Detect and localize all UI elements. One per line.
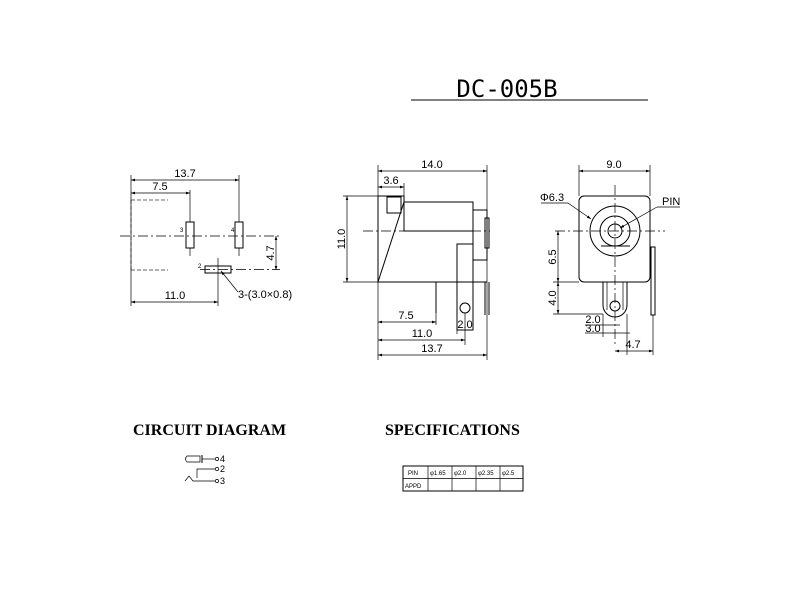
dim-label: 2.0 xyxy=(457,319,472,331)
pin-4-pad xyxy=(234,221,244,249)
dim-label: 4.7 xyxy=(625,339,640,351)
pin-note: 3-(3.0×0.8) xyxy=(238,289,292,301)
dim-label: 3.6 xyxy=(383,175,398,187)
pin-3-pad xyxy=(185,221,195,249)
dim-label: 11.0 xyxy=(412,328,433,340)
pin-label: 2 xyxy=(198,264,202,270)
terminal-label: 3 xyxy=(220,476,225,486)
dim-label: 9.0 xyxy=(606,159,621,171)
dim-label: 3.0 xyxy=(585,323,600,335)
terminal-label: 4 xyxy=(220,454,225,464)
circuit-diagram: 4 2 3 xyxy=(184,454,225,486)
circuit-diagram-heading: CIRCUIT DIAGRAM xyxy=(133,422,286,439)
drawing-title: DC-005B xyxy=(411,75,648,103)
dim-label: 7.5 xyxy=(152,181,167,193)
title-text: DC-005B xyxy=(456,75,557,103)
table-cell: φ2.35 xyxy=(478,471,494,477)
dim-label: 4.0 xyxy=(547,290,559,305)
front-view: 9.0 Φ6.3 PIN 6.5 4.0 2.0 3.0 4.7 xyxy=(540,159,680,355)
terminal-label: 2 xyxy=(220,464,225,474)
dim-label: 6.5 xyxy=(547,249,559,264)
table-cell: APPD xyxy=(405,484,422,490)
pin-label: 3 xyxy=(180,228,184,234)
specifications-heading: SPECIFICATIONS xyxy=(385,422,520,439)
footprint-view: 13.7 7.5 11.0 4.7 3 4 2 3-(3.0×0.8) xyxy=(120,168,292,306)
dim-label: 4.7 xyxy=(265,245,277,260)
side-view: 14.0 3.6 11.0 7.5 2.0 11.0 13.7 xyxy=(336,159,490,360)
dim-label: 13.7 xyxy=(421,343,442,355)
dim-label: 2.0 xyxy=(585,314,600,326)
dim-label: 11.0 xyxy=(165,290,186,302)
dim-label: 7.5 xyxy=(398,310,413,322)
pin-label: 4 xyxy=(231,228,235,234)
table-cell: PIN xyxy=(408,471,418,477)
pin-callout: PIN xyxy=(662,196,680,208)
dim-label: 14.0 xyxy=(421,159,442,171)
specifications-table: PIN φ1.65 φ2.0 φ2.35 φ2.5 APPD xyxy=(402,465,524,492)
table-cell: φ2.5 xyxy=(502,471,515,477)
dim-label: 11.0 xyxy=(336,229,348,250)
table-cell: φ2.0 xyxy=(454,471,467,477)
dim-label: 13.7 xyxy=(174,168,195,180)
diameter-label: Φ6.3 xyxy=(540,192,564,204)
table-cell: φ1.65 xyxy=(430,471,446,477)
